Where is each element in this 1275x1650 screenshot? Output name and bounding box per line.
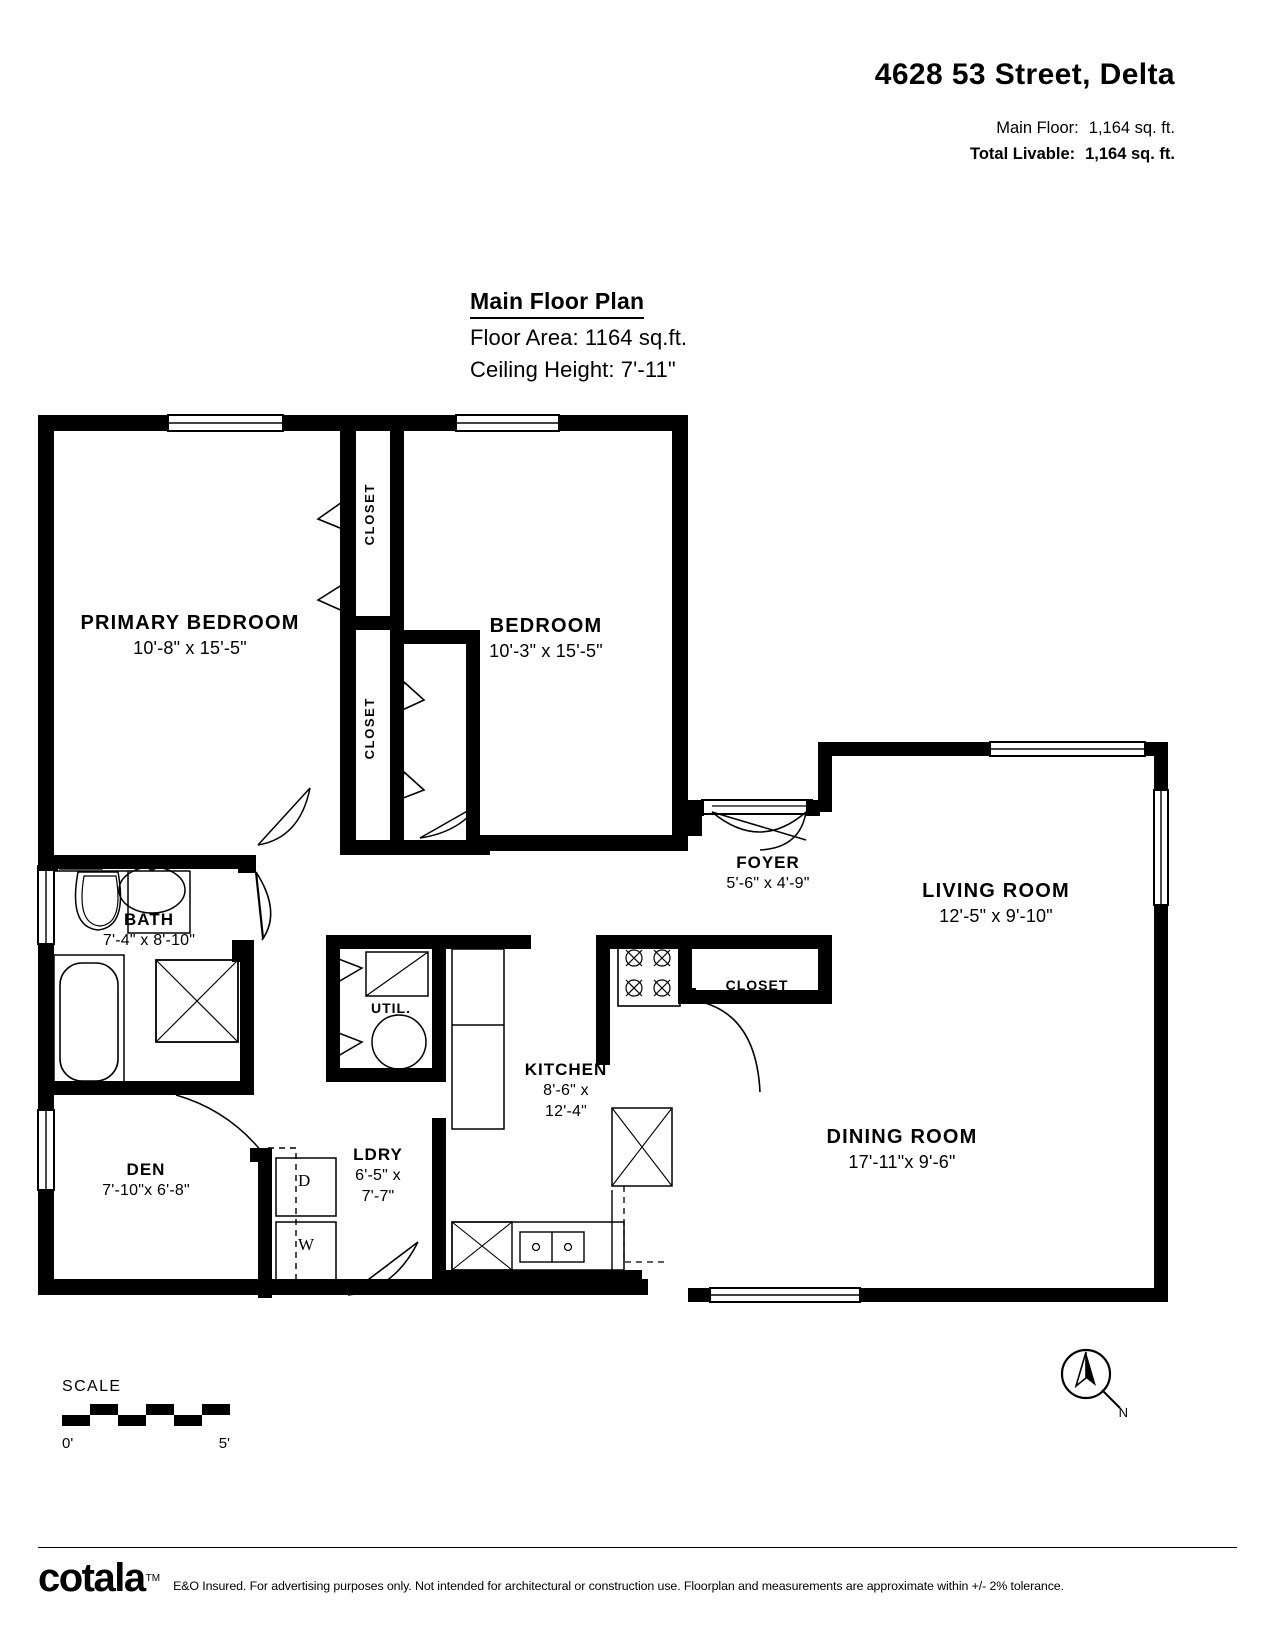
util-label: UTIL. [371, 1000, 411, 1017]
scale-end: 5' [218, 1435, 230, 1452]
floor-plan-title: Main Floor Plan [470, 288, 645, 319]
foyer-dim: 5'-6" x 4'-9" [726, 875, 810, 893]
ldry-name: LDRY [353, 1145, 403, 1164]
den-name: DEN [126, 1160, 166, 1179]
room-label-foyer: FOYER 5'-6" x 4'-9" [726, 853, 809, 894]
room-label-primary-bedroom: PRIMARY BEDROOM 10'-8" x 15'-5" [80, 612, 299, 659]
floor-area-text: Floor Area: 1164 sq.ft. [470, 325, 688, 350]
kitchen-dim-line1: 8'-6" x [543, 1082, 589, 1100]
closet-label-lower: CLOSET [362, 697, 377, 760]
brand-name: cotala [38, 1556, 146, 1600]
compass-icon [1060, 1348, 1121, 1409]
brand-logo: cotalaTM [38, 1556, 161, 1600]
total-livable-label: Total Livable: [970, 144, 1076, 163]
page-title: 4628 53 Street, Delta [874, 58, 1175, 91]
bath-name: BATH [124, 910, 174, 929]
closet-label-upper: CLOSET [362, 483, 377, 546]
walls-group [37, 414, 1169, 1303]
foyer-name: FOYER [736, 853, 800, 872]
bedroom-name: BEDROOM [489, 615, 603, 637]
footer-divider [38, 1547, 1237, 1548]
ldry-dim-line1: 6'-5" x [355, 1167, 401, 1185]
north-letter: N [1118, 1405, 1128, 1420]
scale-label: SCALE [62, 1378, 122, 1395]
room-label-den: DEN 7'-10"x 6'-8" [102, 1160, 190, 1201]
kitchen-name: KITCHEN [524, 1060, 608, 1079]
room-label-bedroom: BEDROOM 10'-3" x 15'-5" [489, 615, 603, 662]
total-livable-row: Total Livable: 1,164 sq. ft. [875, 142, 1175, 168]
main-floor-value: 1,164 sq. ft. [1088, 119, 1175, 137]
ceiling-height-text: Ceiling Height: 7'-11" [470, 357, 676, 382]
room-label-bath: BATH 7'-4" x 8'-10" [103, 910, 195, 951]
scale-endpoints: 0' 5' [62, 1435, 230, 1453]
dryer-label: D [298, 1171, 311, 1190]
north-arrow: N [1050, 1340, 1130, 1420]
room-label-laundry: LDRY 6'-5" x 7'-7" [353, 1145, 403, 1207]
ldry-dim-line2: 7'-7" [361, 1187, 395, 1205]
main-floor-label: Main Floor: [996, 119, 1079, 137]
util-name: UTIL. [371, 1000, 411, 1016]
closet-label-entry: CLOSET [726, 977, 789, 994]
bedroom-dim: 10'-3" x 15'-5" [489, 640, 603, 661]
room-label-kitchen: KITCHEN 8'-6" x 12'-4" [525, 1060, 608, 1122]
primary-bedroom-name: PRIMARY BEDROOM [80, 612, 300, 634]
room-label-living-room: LIVING ROOM 12'-5" x 9'-10" [922, 880, 1070, 927]
scale-ticks [62, 1404, 230, 1431]
area-summary: Main Floor: 1,164 sq. ft. Total Livable: 1… [875, 116, 1175, 167]
legal-disclaimer: E&O Insured. For advertising purposes on… [173, 1579, 1064, 1593]
footer: cotalaTM E&O Insured. For advertising pu… [0, 1547, 1275, 1598]
dining-room-dim: 17'-11"x 9'-6" [848, 1151, 956, 1172]
den-dim: 7'-10"x 6'-8" [102, 1182, 190, 1200]
dining-room-name: DINING ROOM [826, 1126, 978, 1148]
scale-bar: SCALE 0' 5' [62, 1378, 230, 1453]
living-room-dim: 12'-5" x 9'-10" [939, 905, 1053, 926]
main-floor-row: Main Floor: 1,164 sq. ft. [875, 116, 1175, 142]
bath-dim: 7'-4" x 8'-10" [102, 932, 196, 950]
entry-closet-name: CLOSET [725, 977, 789, 993]
floor-plan-title-block: Main Floor Plan Floor Area: 1164 sq.ft. … [470, 288, 687, 383]
brand-trademark: TM [145, 1572, 161, 1584]
primary-bedroom-dim: 10'-8" x 15'-5" [133, 637, 247, 658]
washer-label: W [298, 1235, 315, 1254]
kitchen-dim-line2: 12'-4" [545, 1102, 587, 1120]
header-block: 4628 53 Street, Delta Main Floor: 1,164 s… [875, 58, 1175, 167]
total-livable-value: 1,164 sq. ft. [1085, 144, 1175, 163]
room-label-dining-room: DINING ROOM 17'-11"x 9'-6" [827, 1126, 978, 1173]
scale-start: 0' [62, 1435, 74, 1452]
living-room-name: LIVING ROOM [922, 880, 1070, 902]
